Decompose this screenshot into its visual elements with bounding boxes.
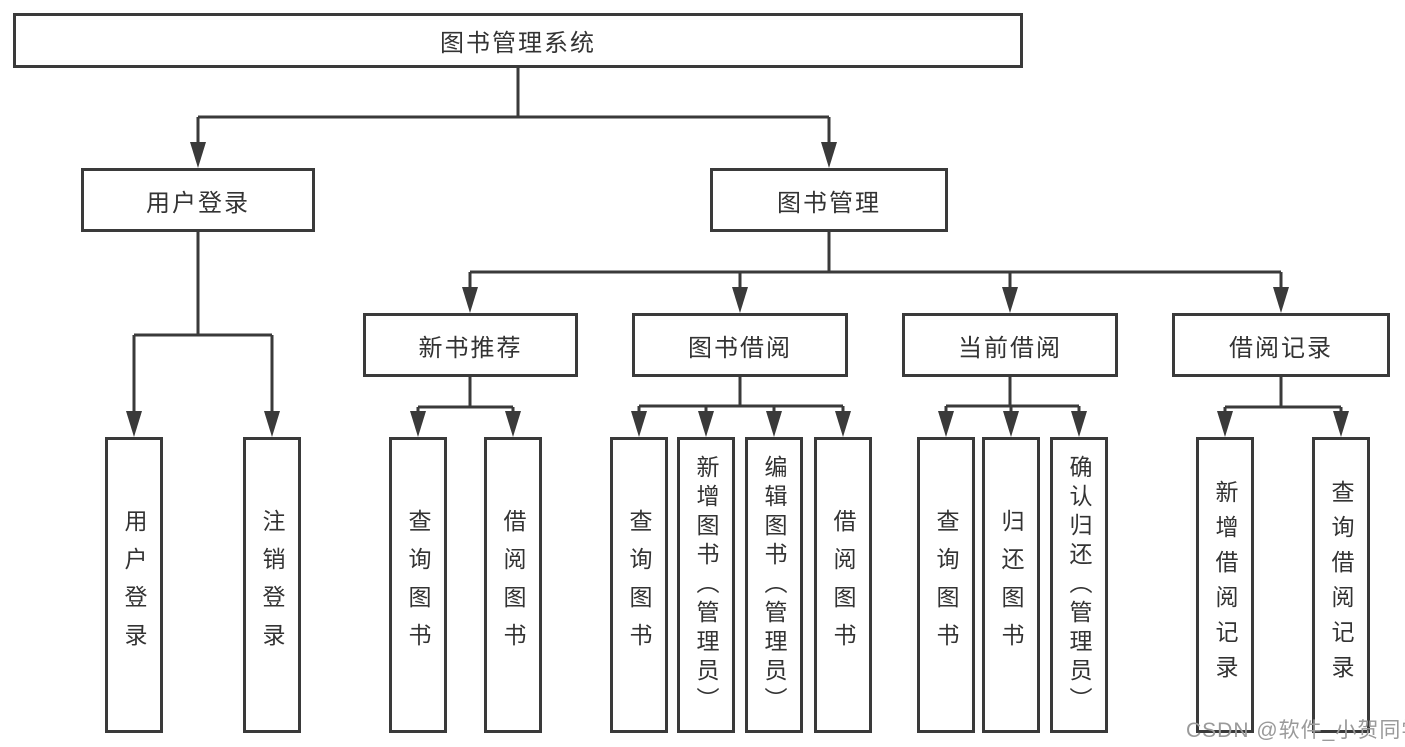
leaf-borrow-books: 借阅图书 (814, 437, 872, 733)
leaf-add-books-admin: 新增图书（管理员） (677, 437, 735, 733)
node-root: 图书管理系统 (13, 13, 1023, 68)
arrowhead-icon (835, 411, 851, 437)
node-user-login-label: 用户登录 (146, 189, 250, 217)
leaf-return-books: 归还图书 (982, 437, 1040, 733)
arrowhead-icon (462, 287, 478, 313)
leaf-borrow-books-recommend: 借阅图书 (484, 437, 542, 733)
arrowhead-icon (766, 411, 782, 437)
connector-currentborrow-to-leaves (938, 375, 1087, 437)
node-root-label: 图书管理系统 (440, 30, 596, 57)
connector-bookmgmt-to-level3 (462, 230, 1289, 313)
leaf-edit-books-admin: 编辑图书（管理员） (745, 437, 803, 733)
arrowhead-icon (410, 411, 426, 437)
node-book-borrow: 图书借阅 (632, 313, 848, 377)
leaf-query-books-borrow: 查询图书 (610, 437, 668, 733)
leaf-logout-login: 注销登录 (243, 437, 301, 733)
arrowhead-icon (190, 142, 206, 168)
node-current-borrow: 当前借阅 (902, 313, 1118, 377)
node-current-borrow-label: 当前借阅 (958, 334, 1062, 362)
node-book-management-label: 图书管理 (777, 189, 881, 217)
leaf-query-borrow-record: 查询借阅记录 (1312, 437, 1370, 733)
arrowhead-icon (698, 411, 714, 437)
arrowhead-icon (264, 411, 280, 437)
connector-root-to-level2 (190, 66, 837, 168)
node-new-book-recommend-label: 新书推荐 (418, 334, 523, 362)
arrowhead-icon (1273, 287, 1289, 313)
leaf-add-borrow-record: 新增借阅记录 (1196, 437, 1254, 733)
node-new-book-recommend: 新书推荐 (363, 313, 578, 377)
arrowhead-icon (1071, 411, 1087, 437)
node-book-borrow-label: 图书借阅 (688, 334, 792, 362)
connector-borrowrecords-to-leaves (1217, 375, 1349, 437)
node-borrow-records-label: 借阅记录 (1229, 334, 1333, 362)
arrowhead-icon (1217, 411, 1233, 437)
csdn-watermark: CSDN @软件_小贺同学 (1186, 719, 1405, 742)
leaf-query-books-recommend: 查询图书 (389, 437, 447, 733)
connector-userlogin-to-leaves (126, 230, 280, 437)
leaf-query-books-current: 查询图书 (917, 437, 975, 733)
connector-newbook-to-leaves (410, 375, 521, 437)
arrowhead-icon (505, 411, 521, 437)
node-book-management: 图书管理 (710, 168, 948, 232)
arrowhead-icon (631, 411, 647, 437)
arrowhead-icon (821, 142, 837, 168)
leaf-confirm-return-admin: 确认归还（管理员） (1050, 437, 1108, 733)
node-user-login: 用户登录 (81, 168, 315, 232)
arrowhead-icon (938, 411, 954, 437)
arrowhead-icon (732, 287, 748, 313)
leaf-user-login: 用户登录 (105, 437, 163, 733)
arrowhead-icon (1002, 287, 1018, 313)
node-borrow-records: 借阅记录 (1172, 313, 1390, 377)
arrowhead-icon (1333, 411, 1349, 437)
connector-bookborrow-to-leaves (631, 375, 851, 437)
arrowhead-icon (126, 411, 142, 437)
arrowhead-icon (1003, 411, 1019, 437)
